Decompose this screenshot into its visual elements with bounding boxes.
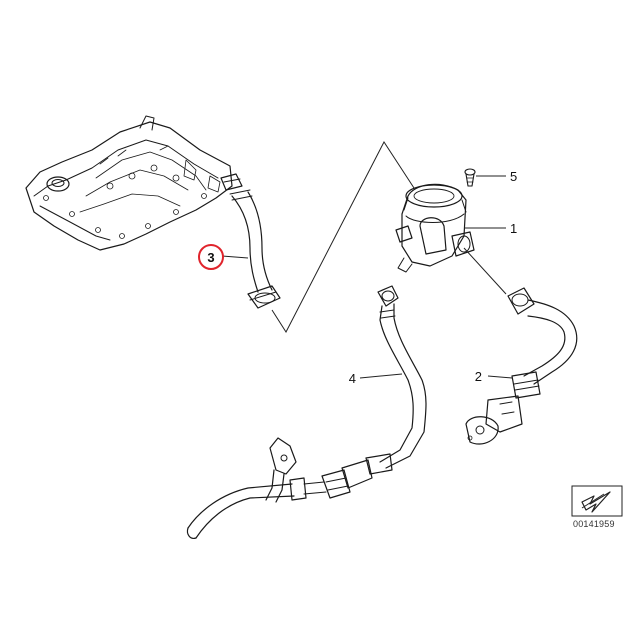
hose-part-2 [465, 287, 578, 445]
breather-hose-part-3 [220, 173, 281, 309]
screw-part-5 [464, 168, 476, 187]
pressure-control-valve-part-1 [395, 183, 475, 273]
callout-4[interactable]: 4 [349, 371, 356, 386]
leader-line-2-upper [463, 247, 507, 295]
lower-hose-and-bracket [186, 437, 327, 539]
cylinder-head-cover [25, 115, 233, 251]
highlight-ring [198, 244, 224, 270]
callout-5[interactable]: 5 [510, 169, 517, 184]
callout-3[interactable]: 3 [207, 250, 214, 265]
orientation-arrow-icon [571, 485, 623, 517]
vent-line-part-4 [321, 285, 427, 499]
leader-line-2 [487, 375, 513, 379]
callout-2[interactable]: 2 [475, 369, 482, 384]
leader-line-4 [359, 373, 403, 379]
assembly-bracket-line [271, 141, 415, 334]
catalog-number: 00141959 [573, 519, 615, 529]
callout-1[interactable]: 1 [510, 221, 517, 236]
leader-line-3 [221, 255, 249, 259]
